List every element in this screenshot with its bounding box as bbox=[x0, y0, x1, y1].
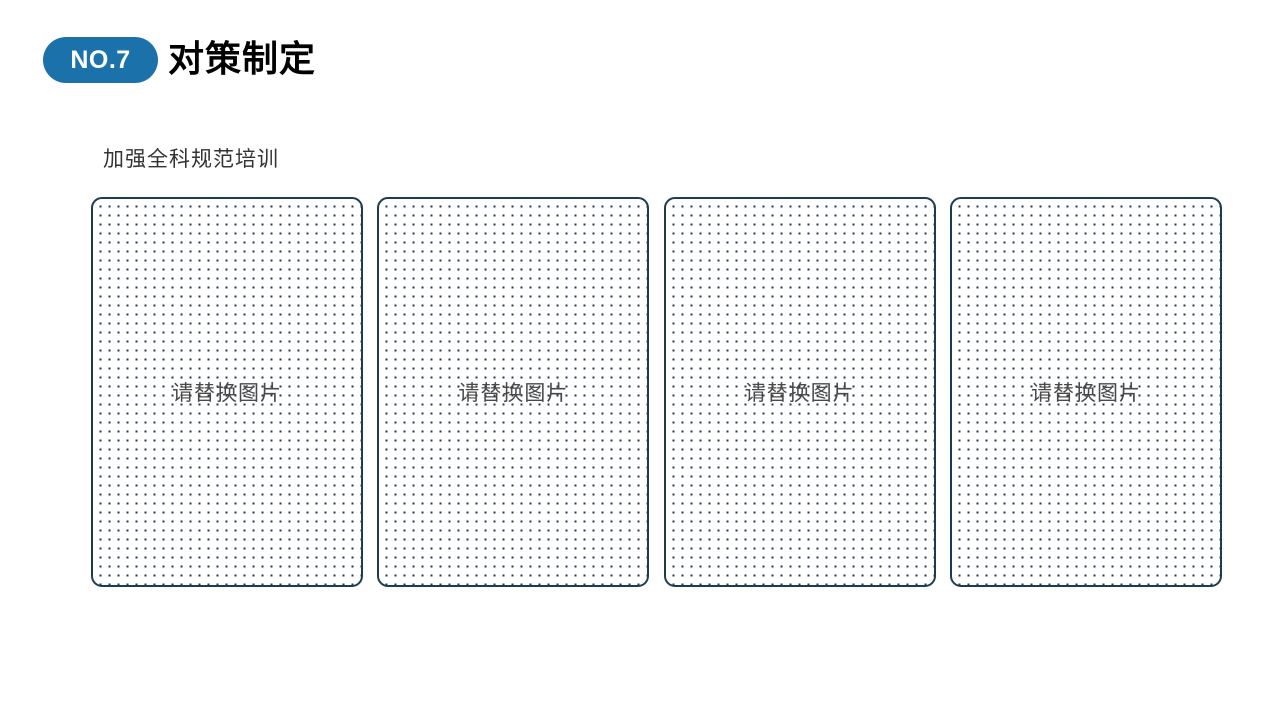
section-number-label: NO.7 bbox=[70, 45, 131, 74]
image-placeholder-label: 请替换图片 bbox=[458, 381, 569, 405]
subtitle-text: 加强全科规范培训 bbox=[103, 147, 279, 171]
image-placeholder-label: 请替换图片 bbox=[172, 381, 282, 405]
slide-header: NO.7 对策制定 bbox=[43, 30, 316, 90]
image-placeholder-card[interactable]: 请替换图片 bbox=[377, 197, 650, 587]
image-placeholder-row: 请替换图片 请替换图片 请替换图片 请替换图片 bbox=[91, 197, 1222, 587]
image-placeholder-card[interactable]: 请替换图片 bbox=[949, 197, 1222, 587]
image-placeholder-label: 请替换图片 bbox=[744, 381, 855, 405]
image-placeholder-card[interactable]: 请替换图片 bbox=[663, 197, 936, 587]
image-placeholder-label: 请替换图片 bbox=[1030, 381, 1141, 405]
section-number-badge: NO.7 bbox=[43, 37, 158, 83]
page-title: 对策制定 bbox=[168, 39, 317, 80]
image-placeholder-card[interactable]: 请替换图片 bbox=[91, 197, 363, 587]
